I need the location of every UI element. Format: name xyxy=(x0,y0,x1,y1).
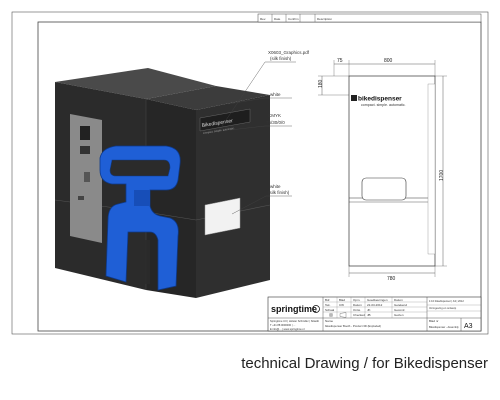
white2-finish-label: (silk finish) xyxy=(268,190,290,195)
name-label: Name xyxy=(325,319,333,323)
company-line-2: T +31 88 0000000 | ... xyxy=(270,323,296,327)
tb-r1c3: Opm. xyxy=(353,298,361,302)
revision-header: Rev. Date Confirm Description xyxy=(257,13,482,23)
sheet-value: Bikedispenser - Assembly xyxy=(429,325,459,329)
cmyk-label: CMYK xyxy=(268,113,281,118)
tb-r3c5: Gecontr. xyxy=(394,308,406,312)
dim-bottom: 780 xyxy=(387,276,396,282)
side-opening xyxy=(204,197,241,236)
company-line-3: E info@... | www.springtime.nl xyxy=(270,327,305,331)
cmyk-code-label: 75/30/0/0 xyxy=(266,120,285,125)
front-view-brand: bikedispenser xyxy=(358,96,402,103)
tb-r1c5: Datum xyxy=(394,298,403,302)
logo-panel xyxy=(199,108,251,132)
panel-button xyxy=(78,196,84,200)
tb-r1c4: Goedkeuringen xyxy=(367,298,388,302)
tb-r2c3: Datum xyxy=(353,303,362,307)
tb-r2c2: CW xyxy=(339,303,344,307)
blue-handle xyxy=(99,145,181,291)
dim-left: 180 xyxy=(318,79,324,88)
panel-reader xyxy=(84,172,90,182)
image-caption: technical Drawing / for Bikedispenser xyxy=(241,355,488,372)
dim-top-right: 800 xyxy=(384,58,393,64)
tb-r1c2: Blad xyxy=(339,298,345,302)
panel-slot xyxy=(80,146,90,154)
caption-bar xyxy=(0,346,500,400)
graphics-file-label: X0603_Graphics.pdf xyxy=(268,50,310,55)
tb-r3c1: Schaal xyxy=(325,308,335,312)
white-label: white xyxy=(270,92,281,97)
sheet-label: Blad nr xyxy=(429,319,439,323)
model-logo-text: Bikedispenser xyxy=(201,118,233,129)
booth-3d-model: Bikedispenser compact. simple. automatic… xyxy=(54,68,271,298)
tb-r2c4: 22-03-2012 xyxy=(367,303,383,307)
tb-r4c3: Gezien xyxy=(394,313,404,317)
front-view-outline xyxy=(348,75,436,267)
description-col: Description xyxy=(317,17,332,21)
tb-r3c4: JK xyxy=(367,308,371,312)
confirm-col: Confirm xyxy=(288,17,299,21)
projection-symbol-icon xyxy=(329,312,347,318)
title-brand: springtime xyxy=(271,304,317,314)
booth-top-right xyxy=(146,86,270,110)
front-view-opening xyxy=(361,177,407,201)
date-col: Date xyxy=(274,17,281,21)
dim-right: 1700 xyxy=(439,170,445,181)
company-line-1: Springtime 3.0 | Holster Schindler | Sit… xyxy=(270,319,319,323)
title-block: springtime Springtime 3.0 | Holster Schi… xyxy=(267,296,482,332)
tb-r1c1: Bdr xyxy=(325,298,330,302)
right-mid-text: Vormgeving en ontwerp xyxy=(429,306,457,310)
model-logo-sub: compact. simple. automatic. xyxy=(203,126,236,135)
annotations: X0603_Graphics.pdf (silk finish) white C… xyxy=(221,50,310,215)
dim-top-left: 75 xyxy=(337,58,343,64)
name-value: bikedispenser Booth - Product 3D (Explod… xyxy=(325,324,381,328)
front-view-drawing: bikedispenser compact. simple. automatic… xyxy=(318,58,447,282)
tb-r2c5: Getekend xyxy=(394,303,407,307)
drawing-sheet: Rev. Date Confirm Description Bikedispen… xyxy=(11,11,489,335)
tb-r4c1: Checked xyxy=(353,313,365,317)
booth-top-left xyxy=(55,68,216,99)
rev-col: Rev. xyxy=(260,17,266,21)
format-label: A3 xyxy=(464,323,473,330)
tb-r3c3: Ontw. xyxy=(353,308,361,312)
front-view-tagline: compact. simple. automatic. xyxy=(361,103,406,107)
tb-r4c2: JB xyxy=(367,313,371,317)
tb-r2c1: Tek. xyxy=(325,303,331,307)
booth-side xyxy=(196,95,270,298)
white2-label: white xyxy=(270,184,281,189)
technical-drawing: Rev. Date Confirm Description Bikedispen… xyxy=(11,11,489,335)
brand-logo-icon xyxy=(312,305,320,313)
front-logo-mark xyxy=(351,95,357,101)
panel-screen xyxy=(80,126,90,140)
graphics-finish-label: (silk finish) xyxy=(270,56,292,61)
right-top-text: 1:10 bikedispenser | A3 | 2012 xyxy=(429,299,464,303)
